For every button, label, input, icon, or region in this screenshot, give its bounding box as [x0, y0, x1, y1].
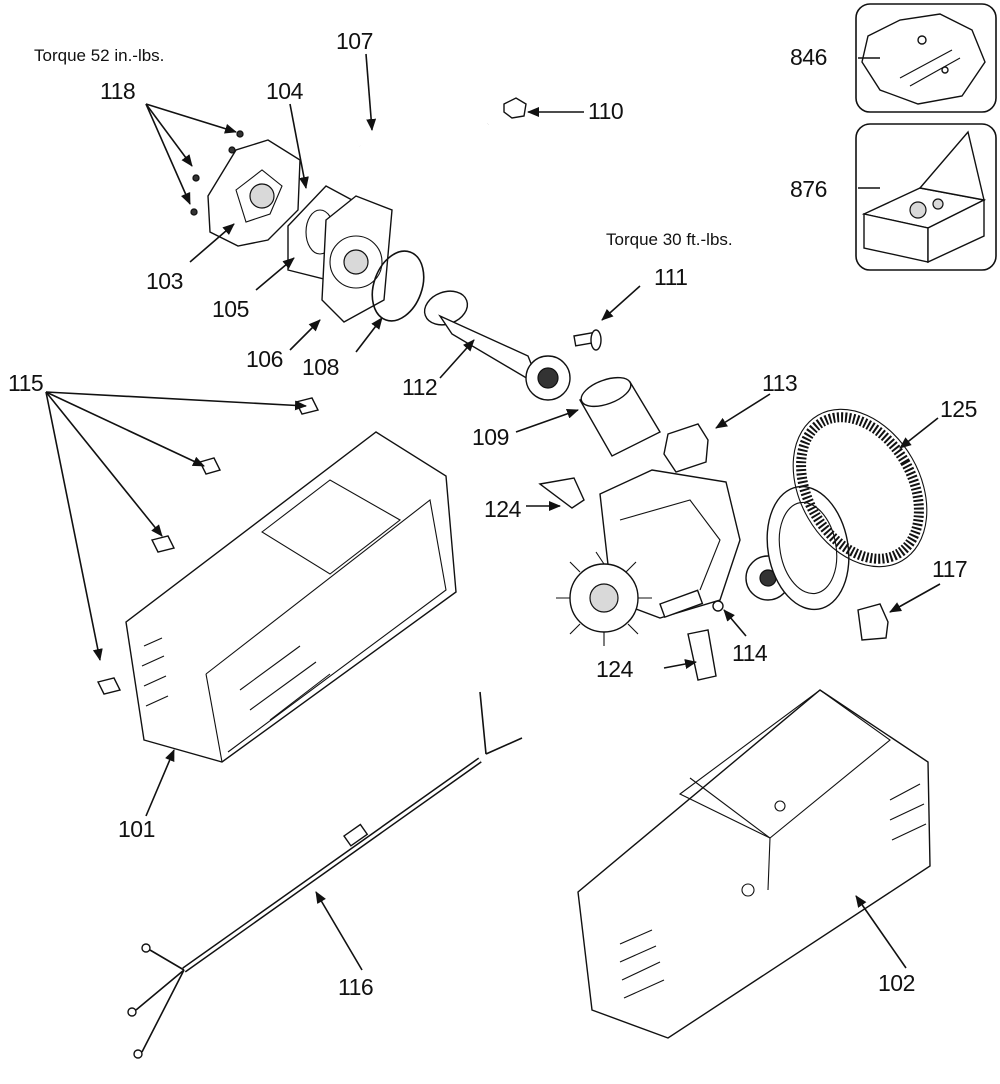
part-label-103[interactable]: 103	[146, 268, 183, 294]
part-label-876[interactable]: 876	[790, 176, 827, 202]
part-label-118[interactable]: 118	[100, 78, 136, 104]
power-cord-116	[127, 691, 523, 1059]
part-label-107[interactable]: 107	[336, 28, 373, 54]
belt-125	[792, 408, 928, 568]
nut-110	[503, 97, 527, 119]
bolt-111	[573, 329, 602, 351]
cylinder-head-103	[190, 130, 301, 247]
cylinder-sleeve-109	[578, 376, 661, 457]
part-label-110[interactable]: 110	[588, 98, 624, 124]
part-label-104[interactable]: 104	[266, 78, 303, 104]
outlet-tube-107-inner	[359, 122, 555, 282]
part-label-112[interactable]: 112	[402, 374, 438, 400]
bracket-113	[663, 423, 709, 473]
part-label-115[interactable]: 115	[8, 370, 44, 396]
tab-124-upper	[538, 477, 585, 509]
part-label-124-upper[interactable]: 124	[484, 496, 521, 522]
bolts-118	[190, 130, 244, 216]
part-label-125[interactable]: 125	[940, 396, 977, 422]
part-label-116[interactable]: 116	[338, 974, 374, 1000]
part-label-105[interactable]: 105	[212, 296, 249, 322]
part-label-113[interactable]: 113	[762, 370, 798, 396]
part-label-846[interactable]: 846	[790, 44, 827, 70]
shroud-101	[125, 431, 457, 763]
kit-846-illustration	[855, 3, 997, 113]
part-label-114[interactable]: 114	[732, 640, 768, 666]
shroud-102	[577, 689, 931, 1039]
part-label-106[interactable]: 106	[246, 346, 283, 372]
part-label-108[interactable]: 108	[302, 354, 339, 380]
screw-114	[712, 600, 724, 612]
part-label-124-lower[interactable]: 124	[596, 656, 633, 682]
motor-assembly	[556, 469, 850, 646]
o-ring-108	[371, 250, 425, 322]
leader-arrows	[45, 53, 941, 971]
clip-117	[857, 603, 889, 641]
part-label-102[interactable]: 102	[878, 970, 915, 996]
tab-124-lower	[687, 629, 717, 681]
part-label-109[interactable]: 109	[472, 424, 509, 450]
connecting-rod-112	[423, 290, 571, 401]
part-label-101[interactable]: 101	[118, 816, 155, 842]
torque-note-head-bolts: Torque 52 in.-lbs.	[34, 46, 165, 65]
kit-876-illustration	[855, 123, 997, 271]
part-label-117[interactable]: 117	[932, 556, 968, 582]
torque-note-rod-bolt: Torque 30 ft.-lbs.	[606, 230, 733, 249]
valve-plate-106	[321, 195, 393, 323]
part-label-111[interactable]: 111	[654, 264, 688, 290]
